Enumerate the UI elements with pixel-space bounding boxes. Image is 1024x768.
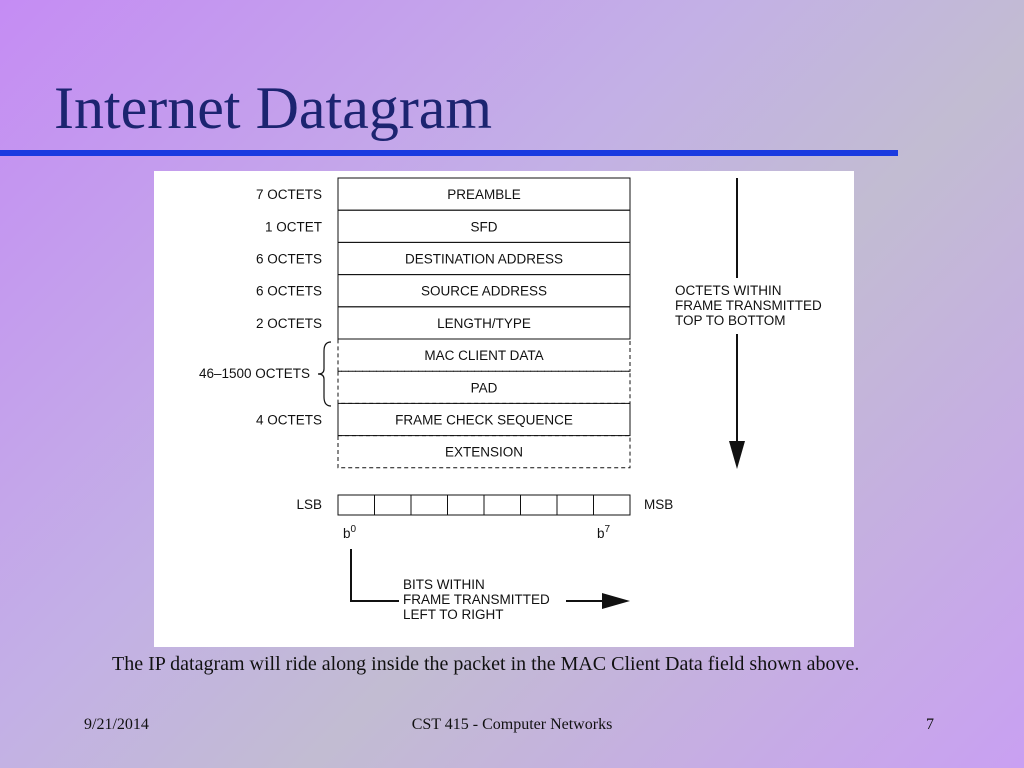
- bit-cell: [556, 494, 594, 516]
- frame-field-size: 7 OCTETS: [256, 187, 322, 202]
- frame-field-box: [337, 402, 631, 437]
- first-bit-label: b0: [343, 524, 357, 541]
- bit-cell: [520, 494, 558, 516]
- bit-cell: [374, 494, 412, 516]
- footer-course: CST 415 - Computer Networks: [411, 716, 613, 733]
- frame-field-size: 6 OCTETS: [256, 284, 322, 299]
- octet-order-note-line-2: FRAME TRANSMITTED: [675, 298, 822, 313]
- frame-field-name: DESTINATION ADDRESS: [405, 252, 563, 267]
- bit-cells: [337, 494, 631, 516]
- frame-field-name: SFD: [471, 219, 498, 234]
- octet-order-note-line-1: OCTETS WITHIN: [675, 283, 782, 298]
- octet-order-note-line-3: TOP TO BOTTOM: [675, 313, 786, 328]
- frame-field-box: [337, 338, 631, 372]
- left-to-right-arrow: [350, 549, 630, 609]
- top-to-bottom-arrow: [729, 178, 745, 469]
- last-bit-index: 7: [605, 524, 611, 535]
- bit-cell: [447, 494, 485, 516]
- frame-field-size: 4 OCTETS: [256, 413, 322, 428]
- last-bit-letter: b: [597, 526, 605, 541]
- slide-title: Internet Datagram: [54, 75, 493, 141]
- frame-field-name: SOURCE ADDRESS: [421, 284, 547, 299]
- frame-diagram-svg: PREAMBLE 7 OCTETS SFD 1 OCTET DESTINATION AD…: [199, 177, 822, 622]
- frame-fields: PREAMBLE 7 OCTETS SFD 1 OCTET DESTINATION AD…: [256, 177, 631, 469]
- frame-field-size: 1 OCTET: [265, 219, 322, 234]
- frame-field-box: [337, 306, 631, 340]
- frame-field-name: FRAME CHECK SEQUENCE: [395, 413, 573, 428]
- frame-field-box: [337, 435, 631, 469]
- bit-order-note-line-1: BITS WITHIN: [403, 577, 485, 592]
- frame-field-name: MAC CLIENT DATA: [424, 348, 543, 363]
- title-underline: [0, 150, 898, 156]
- first-bit-letter: b: [343, 526, 351, 541]
- frame-field-size: 6 OCTETS: [256, 252, 322, 267]
- footer-date: 9/21/2014: [84, 716, 149, 733]
- bit-cell: [483, 494, 521, 516]
- bit-cell: [410, 494, 448, 516]
- last-bit-label: b7: [597, 524, 611, 541]
- first-bit-index: 0: [351, 524, 357, 535]
- frame-field-name: EXTENSION: [445, 445, 523, 460]
- frame-field-name: PREAMBLE: [447, 187, 521, 202]
- bit-cell: [593, 494, 631, 516]
- bit-order-note-line-3: LEFT TO RIGHT: [403, 607, 504, 622]
- octet-group-brace: [317, 341, 332, 407]
- frame-field-size: 2 OCTETS: [256, 316, 322, 331]
- msb-label: MSB: [644, 497, 673, 512]
- lsb-label: LSB: [296, 497, 322, 512]
- frame-field-name: LENGTH/TYPE: [437, 316, 531, 331]
- frame-field-name: PAD: [471, 380, 498, 395]
- bit-cell: [337, 494, 375, 516]
- octet-group-label: 46–1500 OCTETS: [199, 366, 310, 381]
- footer-page-number: 7: [926, 716, 934, 733]
- bit-order-note-line-2: FRAME TRANSMITTED: [403, 592, 550, 607]
- slide-caption: The IP datagram will ride along inside t…: [112, 653, 860, 675]
- frame-diagram: PREAMBLE 7 OCTETS SFD 1 OCTET DESTINATION AD…: [154, 171, 854, 647]
